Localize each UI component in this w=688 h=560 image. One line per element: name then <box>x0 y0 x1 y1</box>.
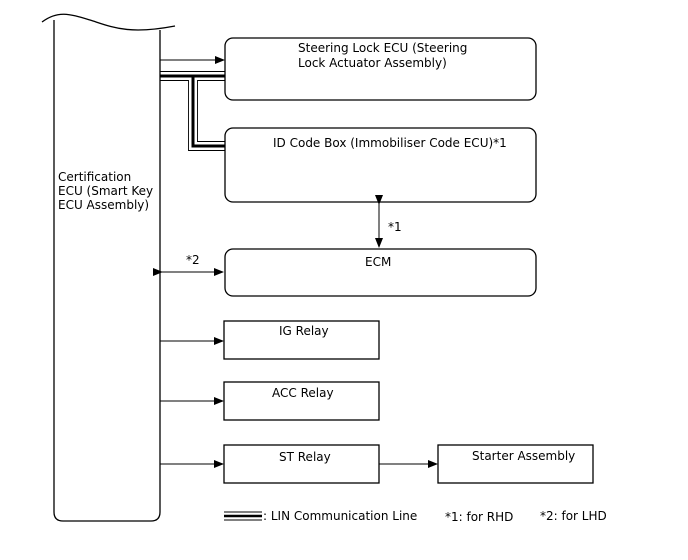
steering-lock-ecu-box <box>224 37 537 101</box>
note-cert-ecm-label: *2 <box>186 253 200 267</box>
note-idbox-ecm-label: *1 <box>388 220 402 234</box>
svg-text:Steering Lock ECU (Steering: Steering Lock ECU (Steering Lock Actuato… <box>298 41 471 70</box>
legend-lin-symbol <box>224 511 262 521</box>
certification-ecu-label-line-1: Certification <box>58 170 131 184</box>
certification-ecu-block: Certification ECU (Smart Key ECU Assembl… <box>41 13 176 522</box>
id-code-box-label: ID Code Box (Immobiliser Code ECU)*1 <box>273 136 507 150</box>
svg-text:Certification ECU (Smart: Certification ECU (Smart Key ECU Assembl… <box>58 170 157 212</box>
ig-relay-box <box>223 320 380 360</box>
lin-bus-thin-line-lower <box>160 80 225 151</box>
starter-assembly-box <box>437 444 594 484</box>
ecm-block: ECM <box>224 248 537 297</box>
legend-note-1: *1: for RHD <box>445 510 513 524</box>
legend-lin-label: : LIN Communication Line <box>263 509 417 523</box>
steering-lock-ecu-label-line-1: Steering Lock ECU (Steering <box>298 41 467 55</box>
lin-bus-thick-line <box>160 74 225 148</box>
ig-relay-block: IG Relay <box>223 320 380 360</box>
lin-communication-bus <box>160 71 225 151</box>
id-code-box-block: ID Code Box (Immobiliser Code ECU)*1 <box>224 127 537 203</box>
certification-ecu-label-line-3: ECU Assembly) <box>58 198 149 212</box>
steering-lock-ecu-label-line-2: Lock Actuator Assembly) <box>298 56 447 70</box>
st-relay-block: ST Relay <box>223 444 380 484</box>
certification-ecu-outline <box>53 20 161 522</box>
certification-ecu-break-line <box>41 13 176 31</box>
certification-ecu-label-line-2: ECU (Smart Key <box>58 184 153 198</box>
starter-assembly-block: Starter Assembly <box>437 444 594 484</box>
acc-relay-label: ACC Relay <box>272 386 334 400</box>
ecm-box <box>224 248 537 297</box>
lin-bus-thin-line-inner <box>197 80 225 142</box>
starter-assembly-label: Starter Assembly <box>472 449 575 463</box>
st-relay-label: ST Relay <box>279 450 331 464</box>
ecm-label: ECM <box>365 255 391 269</box>
ig-relay-label: IG Relay <box>279 324 329 338</box>
acc-relay-box <box>223 381 380 421</box>
legend-note-2: *2: for LHD <box>540 509 607 523</box>
legend: : LIN Communication Line *1: for RHD *2:… <box>224 509 607 524</box>
acc-relay-block: ACC Relay <box>223 381 380 421</box>
steering-lock-ecu-block: Steering Lock ECU (Steering Lock Actuato… <box>224 37 537 101</box>
